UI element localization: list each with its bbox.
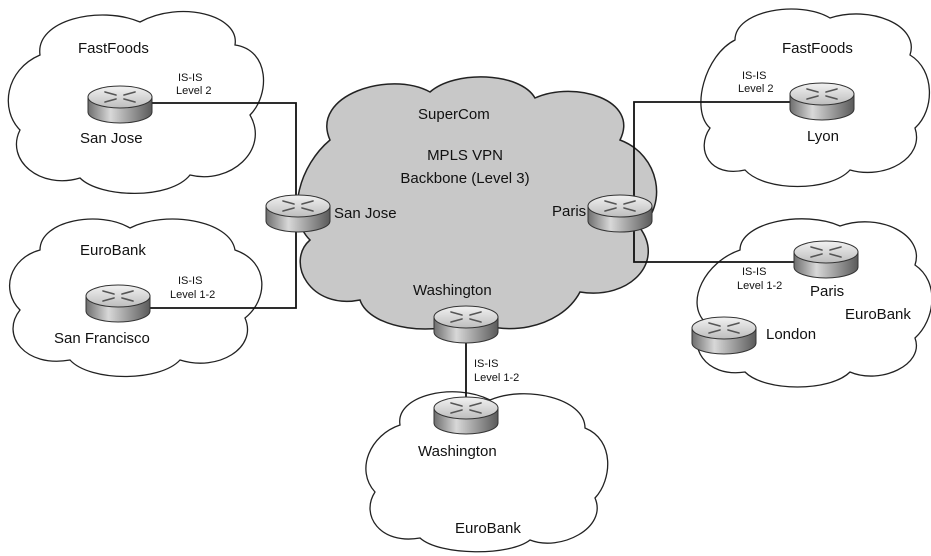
eurobank-south-cloud	[365, 391, 609, 553]
eurobank-west-link-protocol: IS-IS	[178, 275, 203, 287]
fastfoods-west-router-label: San Jose	[80, 130, 143, 147]
router-backbone-paris	[587, 194, 653, 233]
router-backbone-washington	[433, 305, 499, 344]
router-backbone-sanjose	[265, 194, 331, 233]
router-eurobank-london	[691, 316, 757, 355]
eurobank-south-link-level: Level 1-2	[474, 372, 520, 384]
link-sanjose-fastfoods	[150, 102, 297, 210]
fastfoods-east-link-protocol: IS-IS	[742, 70, 767, 82]
eurobank-west-router-label: San Francisco	[54, 330, 150, 347]
link-sanjose-sanfrancisco	[148, 210, 297, 309]
link-paris-lyon	[633, 101, 792, 210]
fastfoods-west-name: FastFoods	[78, 40, 149, 57]
backbone-name: SuperCom	[418, 106, 490, 123]
eurobank-east-link-protocol: IS-IS	[742, 266, 767, 278]
backbone-router-washington-label: Washington	[413, 282, 492, 299]
backbone-cloud	[296, 76, 658, 330]
router-eurobank-washington	[433, 396, 499, 435]
eurobank-east-link-level: Level 1-2	[737, 280, 783, 292]
fastfoods-east-link-level: Level 2	[738, 83, 774, 95]
router-fastfoods-lyon	[789, 82, 855, 121]
fastfoods-east-router-label: Lyon	[807, 128, 839, 145]
fastfoods-west-link-level: Level 2	[176, 85, 212, 97]
fastfoods-west-link-protocol: IS-IS	[178, 72, 203, 84]
router-eurobank-sanfrancisco	[85, 284, 151, 323]
fastfoods-east-name: FastFoods	[782, 40, 853, 57]
eurobank-west-link-level: Level 1-2	[170, 289, 216, 301]
router-eurobank-paris	[793, 240, 859, 279]
backbone-line1: MPLS VPN	[427, 147, 503, 164]
eurobank-east-name: EuroBank	[845, 306, 911, 323]
eurobank-east-router2-label: London	[766, 326, 817, 343]
backbone-router-paris-label: Paris	[552, 203, 587, 220]
backbone-router-sanjose-label: San Jose	[334, 205, 397, 222]
eurobank-south-router-label: Washington	[418, 443, 497, 460]
router-fastfoods-sanjose	[87, 85, 153, 124]
eurobank-west-name: EuroBank	[80, 242, 146, 259]
backbone-line2: Backbone (Level 3)	[400, 170, 530, 187]
eurobank-south-link-protocol: IS-IS	[474, 358, 499, 370]
eurobank-east-router-label: Paris	[810, 283, 845, 300]
eurobank-south-name: EuroBank	[455, 520, 521, 537]
